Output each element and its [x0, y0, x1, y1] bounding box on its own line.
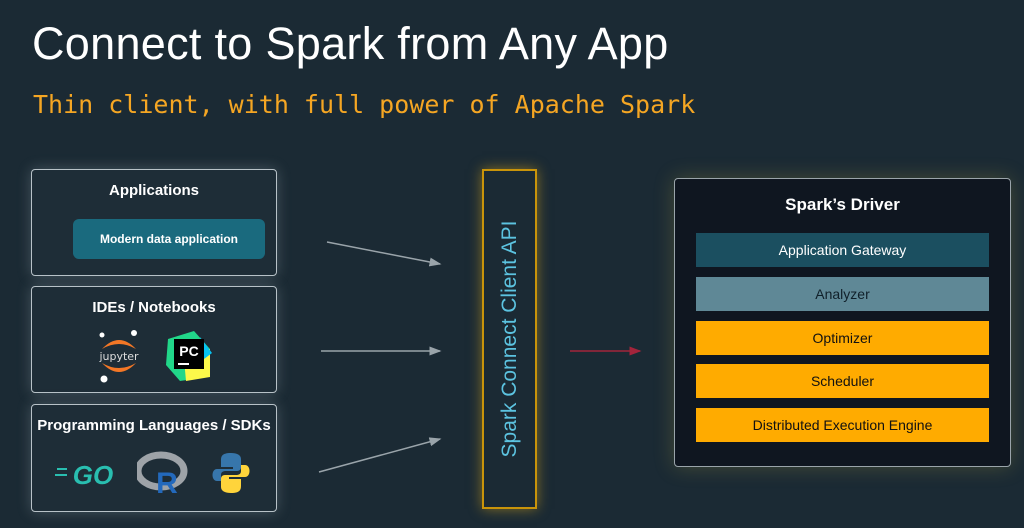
svg-text:jupyter: jupyter	[98, 350, 139, 363]
arrow-languages	[318, 437, 442, 473]
api-label: Spark Connect Client API	[497, 220, 521, 458]
layer-optimizer: Optimizer	[696, 321, 989, 355]
page-subtitle: Thin client, with full power of Apache S…	[33, 90, 696, 119]
ides-heading: IDEs / Notebooks	[92, 299, 216, 316]
spark-connect-client-api: Spark Connect Client API	[482, 169, 537, 509]
modern-data-application-button: Modern data application	[73, 219, 265, 259]
python-icon	[212, 453, 250, 493]
layer-scheduler: Scheduler	[696, 364, 989, 398]
applications-heading: Applications	[108, 182, 199, 199]
svg-text:PC: PC	[179, 343, 198, 359]
jupyter-icon: jupyter	[98, 330, 139, 383]
go-icon: GO	[55, 460, 113, 490]
languages-heading: Programming Languages / SDKs	[37, 417, 271, 434]
ides-notebooks-box: IDEs / Notebooks jupyter PC	[31, 286, 277, 393]
layer-analyzer: Analyzer	[696, 277, 989, 311]
svg-text:GO: GO	[73, 460, 113, 490]
languages-sdks-box: Programming Languages / SDKs GO R	[31, 404, 277, 512]
page-title: Connect to Spark from Any App	[32, 18, 669, 69]
applications-box: Applications Modern data application	[31, 169, 277, 276]
r-icon: R	[137, 451, 188, 495]
layer-distributed-execution-engine: Distributed Execution Engine	[696, 408, 989, 442]
spark-driver-box: Spark’s Driver Application Gateway Analy…	[674, 178, 1011, 467]
svg-text:R: R	[156, 467, 178, 495]
pycharm-icon: PC	[166, 331, 212, 381]
driver-title: Spark’s Driver	[785, 195, 900, 214]
arrow-applications	[326, 241, 442, 267]
layer-application-gateway: Application Gateway	[696, 233, 989, 267]
